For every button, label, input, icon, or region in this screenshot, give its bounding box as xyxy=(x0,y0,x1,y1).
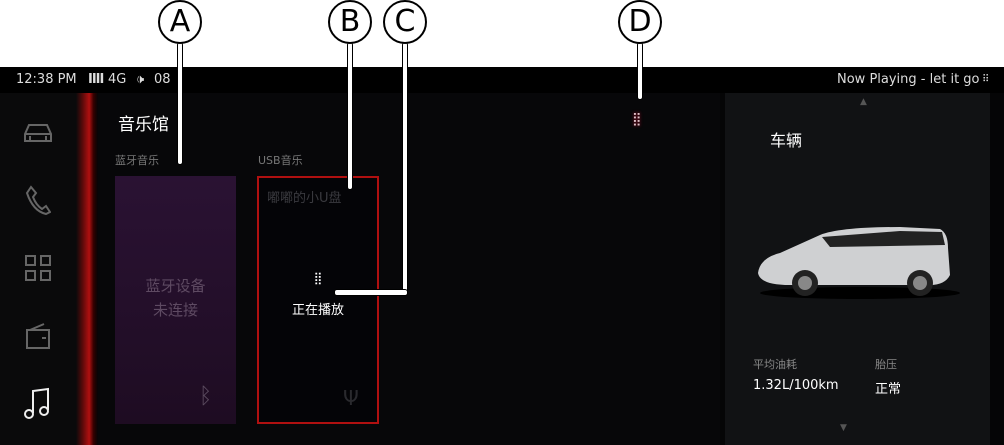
radio-icon xyxy=(26,323,50,349)
callout-b: B xyxy=(328,0,372,44)
callout-a: A xyxy=(158,0,202,44)
phone-icon xyxy=(25,185,51,215)
clock: 12:38 PM xyxy=(16,72,77,87)
tire-value: 正常 xyxy=(875,382,902,397)
bluetooth-status-line2: 未连接 xyxy=(152,301,198,319)
music-note-icon xyxy=(24,387,49,419)
apps-grid-icon xyxy=(25,255,51,281)
infotainment-screen: 12:38 PM IIII 4G 🕩 08 Now Playing - let … xyxy=(0,67,1004,445)
sidebar-item-phone[interactable] xyxy=(20,182,56,218)
usb-icon: Ψ xyxy=(343,386,359,410)
sidebar-item-music[interactable] xyxy=(20,385,56,421)
page-title: 音乐馆 xyxy=(118,115,169,135)
bluetooth-status-line1: 蓝牙设备 xyxy=(145,277,206,295)
usb-card[interactable]: 嘟嘟的小U盘 ⣿ 正在播放 Ψ xyxy=(257,176,379,424)
vehicle-title: 车辆 xyxy=(770,131,803,150)
signal-icon: IIII xyxy=(88,72,104,87)
status-bar: 12:38 PM IIII 4G 🕩 08 Now Playing - let … xyxy=(0,67,1004,93)
callout-line-b xyxy=(347,42,353,190)
callout-c: C xyxy=(383,0,427,44)
car-icon xyxy=(24,124,52,142)
callout-line-c2 xyxy=(334,289,408,296)
bluetooth-icon: ᛒ xyxy=(199,384,213,409)
callout-line-c xyxy=(402,42,408,296)
fuel-value: 1.32L/100km xyxy=(753,378,839,393)
network-type: 4G xyxy=(108,72,127,87)
bluetooth-card[interactable]: 蓝牙设备 未连接 ᛒ xyxy=(115,176,236,424)
scroll-up-icon[interactable]: ▲ xyxy=(860,97,867,107)
tire-label: 胎压 xyxy=(875,358,897,371)
callout-d: D xyxy=(618,0,662,44)
car-image xyxy=(758,227,960,299)
sidebar-item-apps[interactable] xyxy=(20,250,56,286)
volume-icon: 🕩 xyxy=(136,72,145,87)
volume-level: 08 xyxy=(154,72,171,87)
bluetooth-section-label: 蓝牙音乐 xyxy=(115,154,159,167)
usb-section-label: USB音乐 xyxy=(258,154,303,167)
usb-device-name: 嘟嘟的小U盘 xyxy=(267,191,342,206)
playing-equalizer-icon: ⣿ xyxy=(313,271,323,285)
usb-playing-status: 正在播放 xyxy=(291,303,344,318)
sidebar-item-car[interactable] xyxy=(20,115,56,151)
vehicle-panel[interactable]: ▲ 车辆 平均油耗 1.32L/100km 胎压 正常 ▼ xyxy=(725,93,990,445)
sidebar-item-radio[interactable] xyxy=(20,318,56,354)
equalizer-icon: ⠿ xyxy=(982,74,990,85)
accent-stripe xyxy=(76,93,98,445)
now-playing-equalizer-icon[interactable]: ⣿ xyxy=(632,112,642,127)
now-playing[interactable]: Now Playing - let it go xyxy=(837,72,980,87)
fuel-label: 平均油耗 xyxy=(753,358,797,371)
scroll-down-icon[interactable]: ▼ xyxy=(840,423,847,433)
music-hall-panel: 音乐馆 蓝牙音乐 USB音乐 蓝牙设备 未连接 ᛒ 嘟嘟的小U盘 ⣿ 正在播放 … xyxy=(98,93,720,445)
callout-line-a xyxy=(177,42,183,165)
callout-line-d xyxy=(637,42,643,100)
